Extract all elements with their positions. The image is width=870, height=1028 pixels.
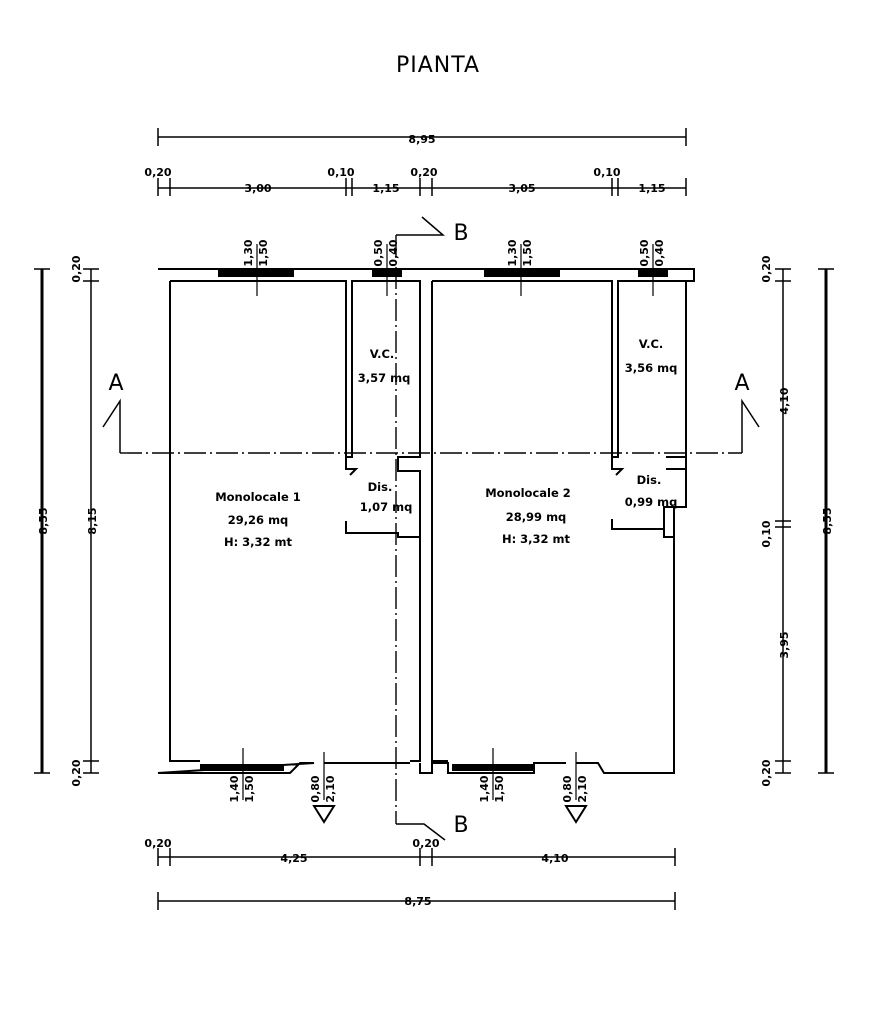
right-dimensions: 0,20 4,10 0,10 3,95 0,20 8,55 <box>760 255 834 787</box>
room-dis2-area: 0,99 mq <box>625 495 678 509</box>
openings <box>200 244 668 824</box>
left-dimensions: 8,55 8,15 0,20 0,20 <box>34 255 99 787</box>
window-top-1-w: 1,30 <box>242 239 255 266</box>
window-vc1-w: 0,50 <box>372 239 385 266</box>
door-arrow-2 <box>564 805 588 824</box>
room-vc2-area: 3,56 mq <box>625 361 678 375</box>
door-bottom-2-w: 0,80 <box>561 775 574 802</box>
dim-bottom-overall: 8,75 <box>404 895 431 908</box>
plan-title: PIANTA <box>396 53 480 78</box>
dim-top-seg: 0,10 <box>327 166 354 179</box>
room-vc2-name: V.C. <box>639 337 664 351</box>
section-b-top-label: B <box>453 221 468 246</box>
window-top-2-w: 1,30 <box>506 239 519 266</box>
dim-right-lower: 3,95 <box>778 631 791 658</box>
dim-left-bottom-wall: 0,20 <box>70 759 83 786</box>
section-a-right-label: A <box>734 371 749 396</box>
dim-left-inner: 8,15 <box>86 507 99 534</box>
dim-top-seg: 0,10 <box>593 166 620 179</box>
room-vc1-area: 3,57 mq <box>358 371 411 385</box>
section-lines: A A B B <box>102 216 760 841</box>
opening-labels: 1,30 1,50 0,50 0,40 1,30 1,50 0,50 0,40 … <box>228 239 666 802</box>
room-monolocale1-area: 29,26 mq <box>228 513 289 527</box>
room-monolocale2-name: Monolocale 2 <box>485 486 571 500</box>
window-bottom-1 <box>200 764 284 771</box>
window-vc2-w: 0,50 <box>638 239 651 266</box>
dim-right-overall: 8,55 <box>821 507 834 534</box>
dim-left-overall: 8,55 <box>37 507 50 534</box>
dim-right-bottom-wall: 0,20 <box>760 759 773 786</box>
room-dis2-name: Dis. <box>637 473 662 487</box>
top-dimensions: 8,95 0,20 3,00 0,10 1,15 0,20 3,05 0,10 … <box>144 128 687 196</box>
window-vc2-h: 0,40 <box>653 239 666 266</box>
walls <box>157 268 695 774</box>
dim-right-top-wall: 0,20 <box>760 255 773 282</box>
dim-bottom-seg: 0,20 <box>144 837 171 850</box>
dim-top-seg: 0,20 <box>410 166 437 179</box>
dim-top-overall: 8,95 <box>408 133 435 146</box>
window-top-1 <box>218 270 294 277</box>
dim-top-seg: 3,05 <box>508 182 535 195</box>
room-vc1-name: V.C. <box>370 347 395 361</box>
door-bottom-1-w: 0,80 <box>309 775 322 802</box>
dim-bottom-seg: 4,25 <box>280 852 307 865</box>
dim-right-upper: 4,10 <box>778 387 791 414</box>
bottom-dimensions: 0,20 4,25 0,20 4,10 8,75 <box>144 837 676 910</box>
door-bottom-2-h: 2,10 <box>576 775 589 802</box>
window-bottom-1-h: 1,50 <box>243 775 256 802</box>
room-dis1-name: Dis. <box>368 480 393 494</box>
dim-bottom-seg: 0,20 <box>412 837 439 850</box>
section-a-left-label: A <box>108 371 123 396</box>
window-top-2-h: 1,50 <box>521 239 534 266</box>
dim-top-seg: 3,00 <box>244 182 271 195</box>
room-labels: Monolocale 1 29,26 mq H: 3,32 mt V.C. 3,… <box>215 337 677 549</box>
dim-left-top-wall: 0,20 <box>70 255 83 282</box>
room-monolocale1-height: H: 3,32 mt <box>224 535 293 549</box>
room-monolocale1-name: Monolocale 1 <box>215 490 301 504</box>
door-bottom-1-h: 2,10 <box>324 775 337 802</box>
room-monolocale2-height: H: 3,32 mt <box>502 532 571 546</box>
dim-bottom-seg: 4,10 <box>541 852 568 865</box>
room-dis1-area: 1,07 mq <box>360 500 413 514</box>
window-vc1-h: 0,40 <box>387 239 400 266</box>
window-top-2 <box>484 270 560 277</box>
dim-top-seg: 1,15 <box>638 182 665 195</box>
window-top-1-h: 1,50 <box>257 239 270 266</box>
window-bottom-1-w: 1,40 <box>228 775 241 802</box>
dim-top-seg: 0,20 <box>144 166 171 179</box>
room-monolocale2-area: 28,99 mq <box>506 510 567 524</box>
window-bottom-2-h: 1,50 <box>493 775 506 802</box>
dim-right-mid-wall: 0,10 <box>760 520 773 547</box>
window-bottom-2-w: 1,40 <box>478 775 491 802</box>
section-b-bottom-label: B <box>453 813 468 838</box>
dim-top-seg: 1,15 <box>372 182 399 195</box>
door-arrow-1 <box>312 805 336 824</box>
